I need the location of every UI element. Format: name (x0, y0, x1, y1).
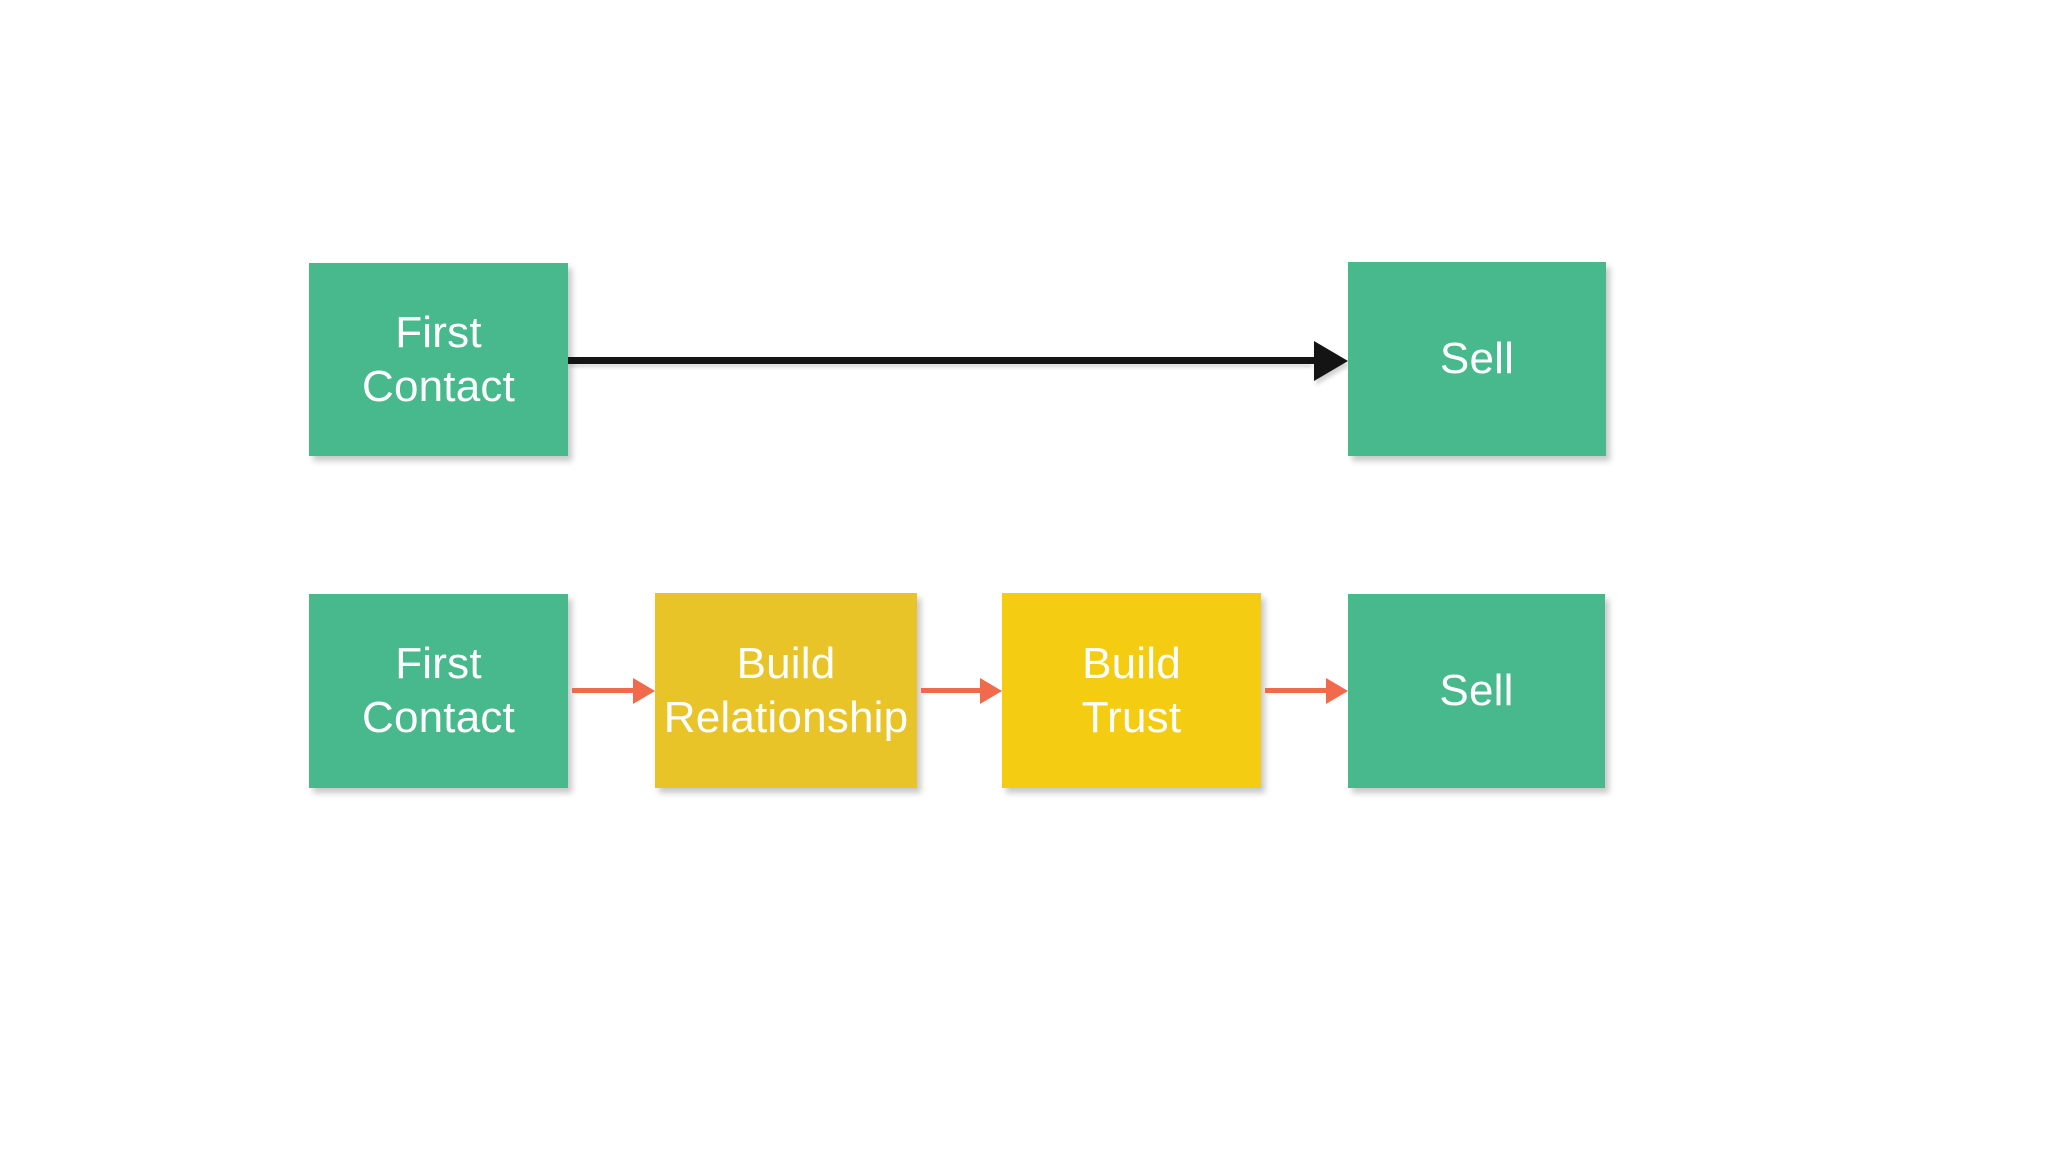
node-label: First Contact (361, 639, 516, 742)
connector-shaft (1265, 688, 1326, 693)
connector-first-contact-to-sell (568, 340, 1348, 381)
connector-shaft (568, 357, 1314, 364)
connector-shaft (921, 688, 980, 693)
node-label: First Contact (361, 307, 516, 411)
node-build-trust[interactable]: Build Trust (1002, 593, 1261, 788)
node-first-contact-row2[interactable]: First Contact (309, 594, 568, 788)
node-label: Sell (1439, 666, 1514, 716)
node-build-relationship[interactable]: Build Relationship (655, 593, 917, 788)
node-sell-row2[interactable]: Sell (1348, 594, 1605, 788)
node-sell-row1[interactable]: Sell (1348, 262, 1606, 456)
connector-build-relationship-to-build-trust (921, 677, 1002, 704)
node-label: Build Relationship (663, 638, 909, 742)
arrowhead-icon (1326, 677, 1348, 704)
slide-footer: CC $ BY NC (0, 1002, 2048, 1152)
connector-build-trust-to-sell (1265, 677, 1348, 704)
node-first-contact-row1[interactable]: First Contact (309, 263, 568, 456)
arrowhead-icon (633, 677, 655, 704)
connector-first-contact-to-build-relationship (572, 677, 655, 704)
connector-shaft (572, 688, 633, 693)
arrowhead-icon (1314, 340, 1348, 381)
node-label: Build Trust (1081, 638, 1182, 742)
node-label: Sell (1439, 334, 1515, 384)
arrowhead-icon (980, 677, 1002, 704)
